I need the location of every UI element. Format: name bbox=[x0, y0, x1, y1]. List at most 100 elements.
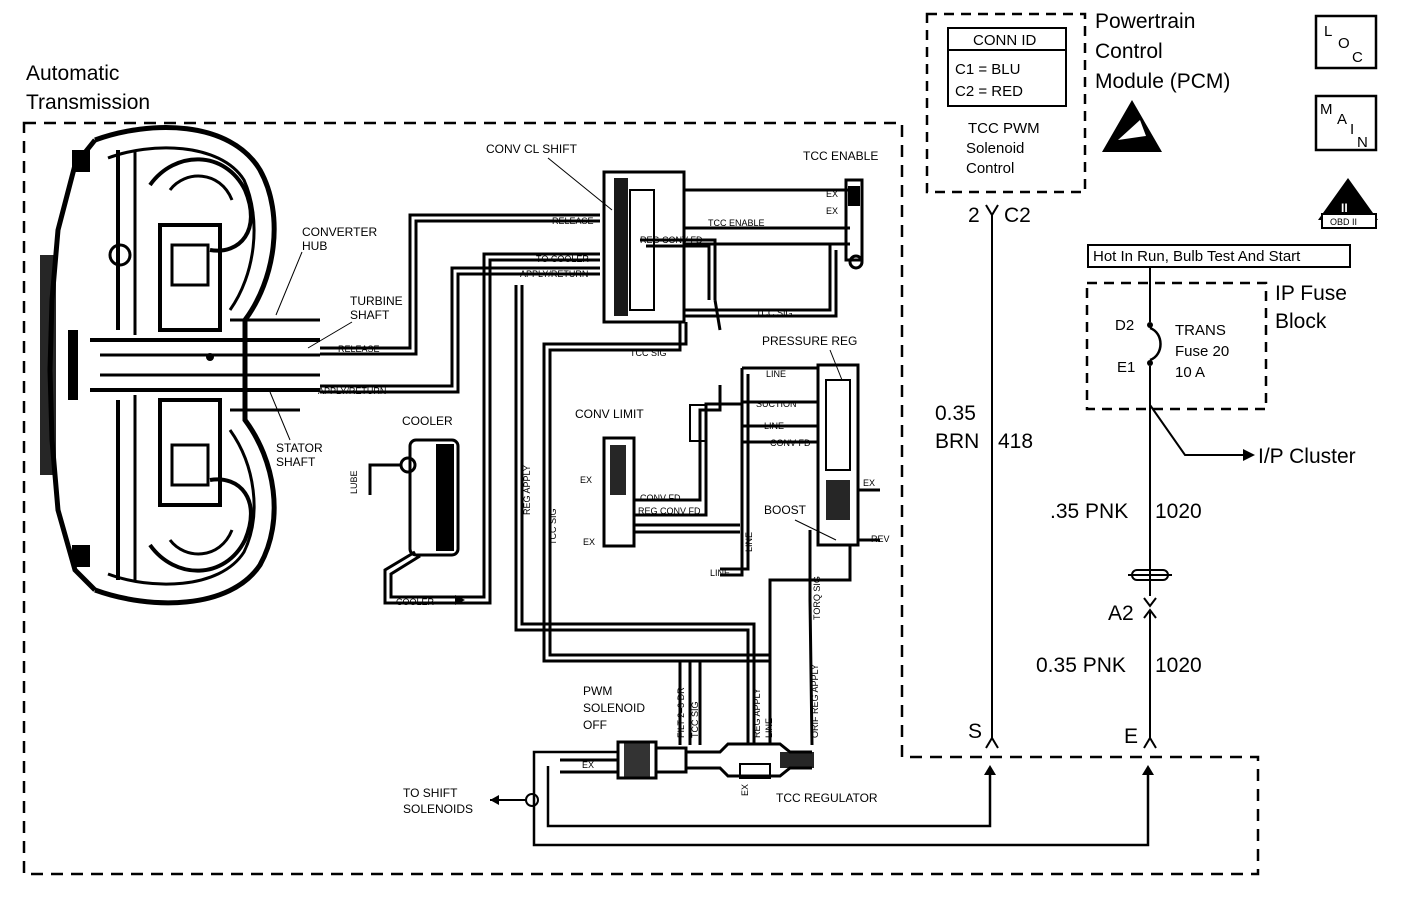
terminal-s: S bbox=[968, 720, 982, 743]
obd-ii-label: OBD II bbox=[1330, 217, 1357, 227]
label-converter-hub-1: CONVERTER bbox=[302, 225, 377, 239]
leader-turbine-shaft bbox=[307, 321, 353, 349]
label-tcc-enable-port: TCC ENABLE bbox=[708, 218, 765, 228]
wire-1020 bbox=[1128, 267, 1255, 749]
label-line-2: LINE bbox=[764, 421, 784, 431]
torque-converter-drawing bbox=[40, 125, 320, 606]
label-tcc-sig-vert: TCC SIG bbox=[548, 508, 558, 545]
label-pwm-3: OFF bbox=[583, 718, 607, 732]
label-tcc-reg-ex: EX bbox=[740, 784, 750, 796]
label-pwm-ex: EX bbox=[582, 760, 594, 770]
pcm-function-3: Control bbox=[966, 160, 1014, 177]
shift-solenoid-wiring bbox=[490, 750, 1154, 847]
label-rev: REV bbox=[871, 534, 890, 544]
apply-return-line bbox=[320, 266, 600, 394]
label-boost: BOOST bbox=[764, 503, 807, 517]
esd-warning-icon bbox=[1102, 100, 1162, 152]
wire-418-gauge-1: 0.35 bbox=[935, 402, 976, 425]
wire-418 bbox=[985, 204, 999, 749]
pwm-solenoid-valve bbox=[560, 660, 814, 780]
ip-fuse-block-title-1: IP Fuse bbox=[1275, 282, 1347, 305]
label-conv-limit: CONV LIMIT bbox=[575, 407, 644, 421]
label-turbine-shaft-2: SHAFT bbox=[350, 308, 390, 322]
conn-id-row-1: C1 = BLU bbox=[955, 61, 1020, 78]
loc-badge bbox=[1314, 14, 1378, 70]
loc-badge-c: C bbox=[1352, 49, 1363, 66]
pcm-title-1: Powertrain bbox=[1095, 10, 1195, 33]
transmission-title-2: Transmission bbox=[26, 91, 150, 114]
label-lube: LUBE bbox=[349, 470, 359, 494]
pcm-pin-number: 2 bbox=[968, 204, 980, 227]
conv-limit-valve bbox=[602, 385, 742, 548]
wire-1020-upper-circuit: 1020 bbox=[1155, 500, 1202, 523]
leader-stator-shaft bbox=[269, 391, 291, 441]
release-line bbox=[320, 213, 600, 356]
fuse-name: TRANS bbox=[1175, 322, 1226, 339]
main-badge bbox=[1314, 94, 1378, 152]
connector-a2: A2 bbox=[1108, 602, 1134, 625]
main-badge-m: M bbox=[1320, 101, 1333, 118]
pcm-title-2: Control bbox=[1095, 40, 1163, 63]
label-conv-cl-shift: CONV CL SHIFT bbox=[486, 142, 578, 156]
hot-in-run-label: Hot In Run, Bulb Test And Start bbox=[1093, 248, 1301, 265]
label-shift-sol-2: SOLENOIDS bbox=[403, 802, 473, 816]
fuse-pin-d2: D2 bbox=[1115, 317, 1134, 334]
label-converter-hub-2: HUB bbox=[302, 239, 327, 253]
label-line-pwm: LINE bbox=[764, 718, 774, 738]
label-tcc-enable: TCC ENABLE bbox=[803, 149, 878, 163]
leader-converter-hub bbox=[275, 251, 303, 316]
label-tcc-sig-mid: TCC SIG bbox=[630, 348, 667, 358]
label-cooler: COOLER bbox=[402, 414, 453, 428]
wire-418-gauge-2: BRN bbox=[935, 430, 979, 453]
ip-fuse-block-title-2: Block bbox=[1275, 310, 1327, 333]
pcm-pin-connector: C2 bbox=[1004, 204, 1031, 227]
loc-badge-l: L bbox=[1324, 23, 1332, 40]
wire-1020-upper-gauge: .35 PNK bbox=[1050, 500, 1128, 523]
label-line-vert: LINE bbox=[744, 532, 754, 552]
label-line-1: LINE bbox=[766, 369, 786, 379]
terminal-e: E bbox=[1124, 725, 1138, 748]
label-release-port: RELEASE bbox=[552, 216, 594, 226]
label-tcc-enable-ex-1: EX bbox=[826, 189, 838, 199]
label-tcc-sig-pwm: TCC SIG bbox=[690, 701, 700, 738]
label-line-3: LINE bbox=[710, 568, 730, 578]
hot-in-run-label-box bbox=[1087, 244, 1351, 268]
label-tcc-sig-top: TCC SIG bbox=[756, 308, 793, 318]
obd-ii-icon bbox=[1318, 178, 1378, 229]
label-suction: SUCTION bbox=[756, 399, 797, 409]
label-cooler-line: COOLER bbox=[396, 597, 435, 607]
label-tcc-enable-ex-2: EX bbox=[826, 206, 838, 216]
cooler-unit bbox=[368, 252, 600, 605]
label-turbine-shaft-1: TURBINE bbox=[350, 294, 403, 308]
fuse-rating: 10 A bbox=[1175, 364, 1205, 381]
wire-418-circuit: 418 bbox=[998, 430, 1033, 453]
main-badge-n: N bbox=[1357, 134, 1368, 151]
label-apply-return-port: APPLY/RETURN bbox=[520, 269, 588, 279]
label-tcc-regulator: TCC REGULATOR bbox=[776, 791, 878, 805]
label-orif-reg-apply: ORIF REG APPLY bbox=[810, 664, 820, 738]
label-shift-sol-1: TO SHIFT bbox=[403, 786, 458, 800]
label-stator-shaft-1: STATOR bbox=[276, 441, 323, 455]
label-pressure-ex: EX bbox=[863, 478, 875, 488]
label-conv-limit-ex-2: EX bbox=[583, 537, 595, 547]
ip-fuse-block-boundary bbox=[1085, 281, 1268, 411]
label-pwm-1: PWM bbox=[583, 684, 612, 698]
pcm-boundary bbox=[925, 12, 1087, 194]
label-reg-conv-fd-top: REG CONV FD bbox=[640, 235, 703, 245]
transmission-title-1: Automatic bbox=[26, 62, 119, 85]
transmission-boundary bbox=[22, 121, 1260, 876]
tcc-sig-line bbox=[542, 322, 770, 663]
label-conv-limit-ex-1: EX bbox=[580, 475, 592, 485]
label-conv-fd-right: CONV FD bbox=[770, 438, 811, 448]
loc-badge-o: O bbox=[1338, 35, 1350, 52]
fuse-number: Fuse 20 bbox=[1175, 343, 1229, 360]
label-reg-apply-pwm: REG APPLY bbox=[752, 688, 762, 738]
conn-id-table bbox=[947, 27, 1067, 107]
conv-cl-shift-valve bbox=[602, 170, 850, 331]
label-apply-return: APPLY/RETURN bbox=[318, 386, 386, 396]
label-to-cooler: TO COOLER bbox=[536, 254, 589, 264]
main-badge-a: A bbox=[1337, 111, 1347, 128]
label-reg-apply-vert: REG APPLY bbox=[522, 465, 532, 515]
wire-1020-lower-gauge: 0.35 PNK bbox=[1036, 654, 1126, 677]
leader-boost bbox=[794, 519, 837, 541]
